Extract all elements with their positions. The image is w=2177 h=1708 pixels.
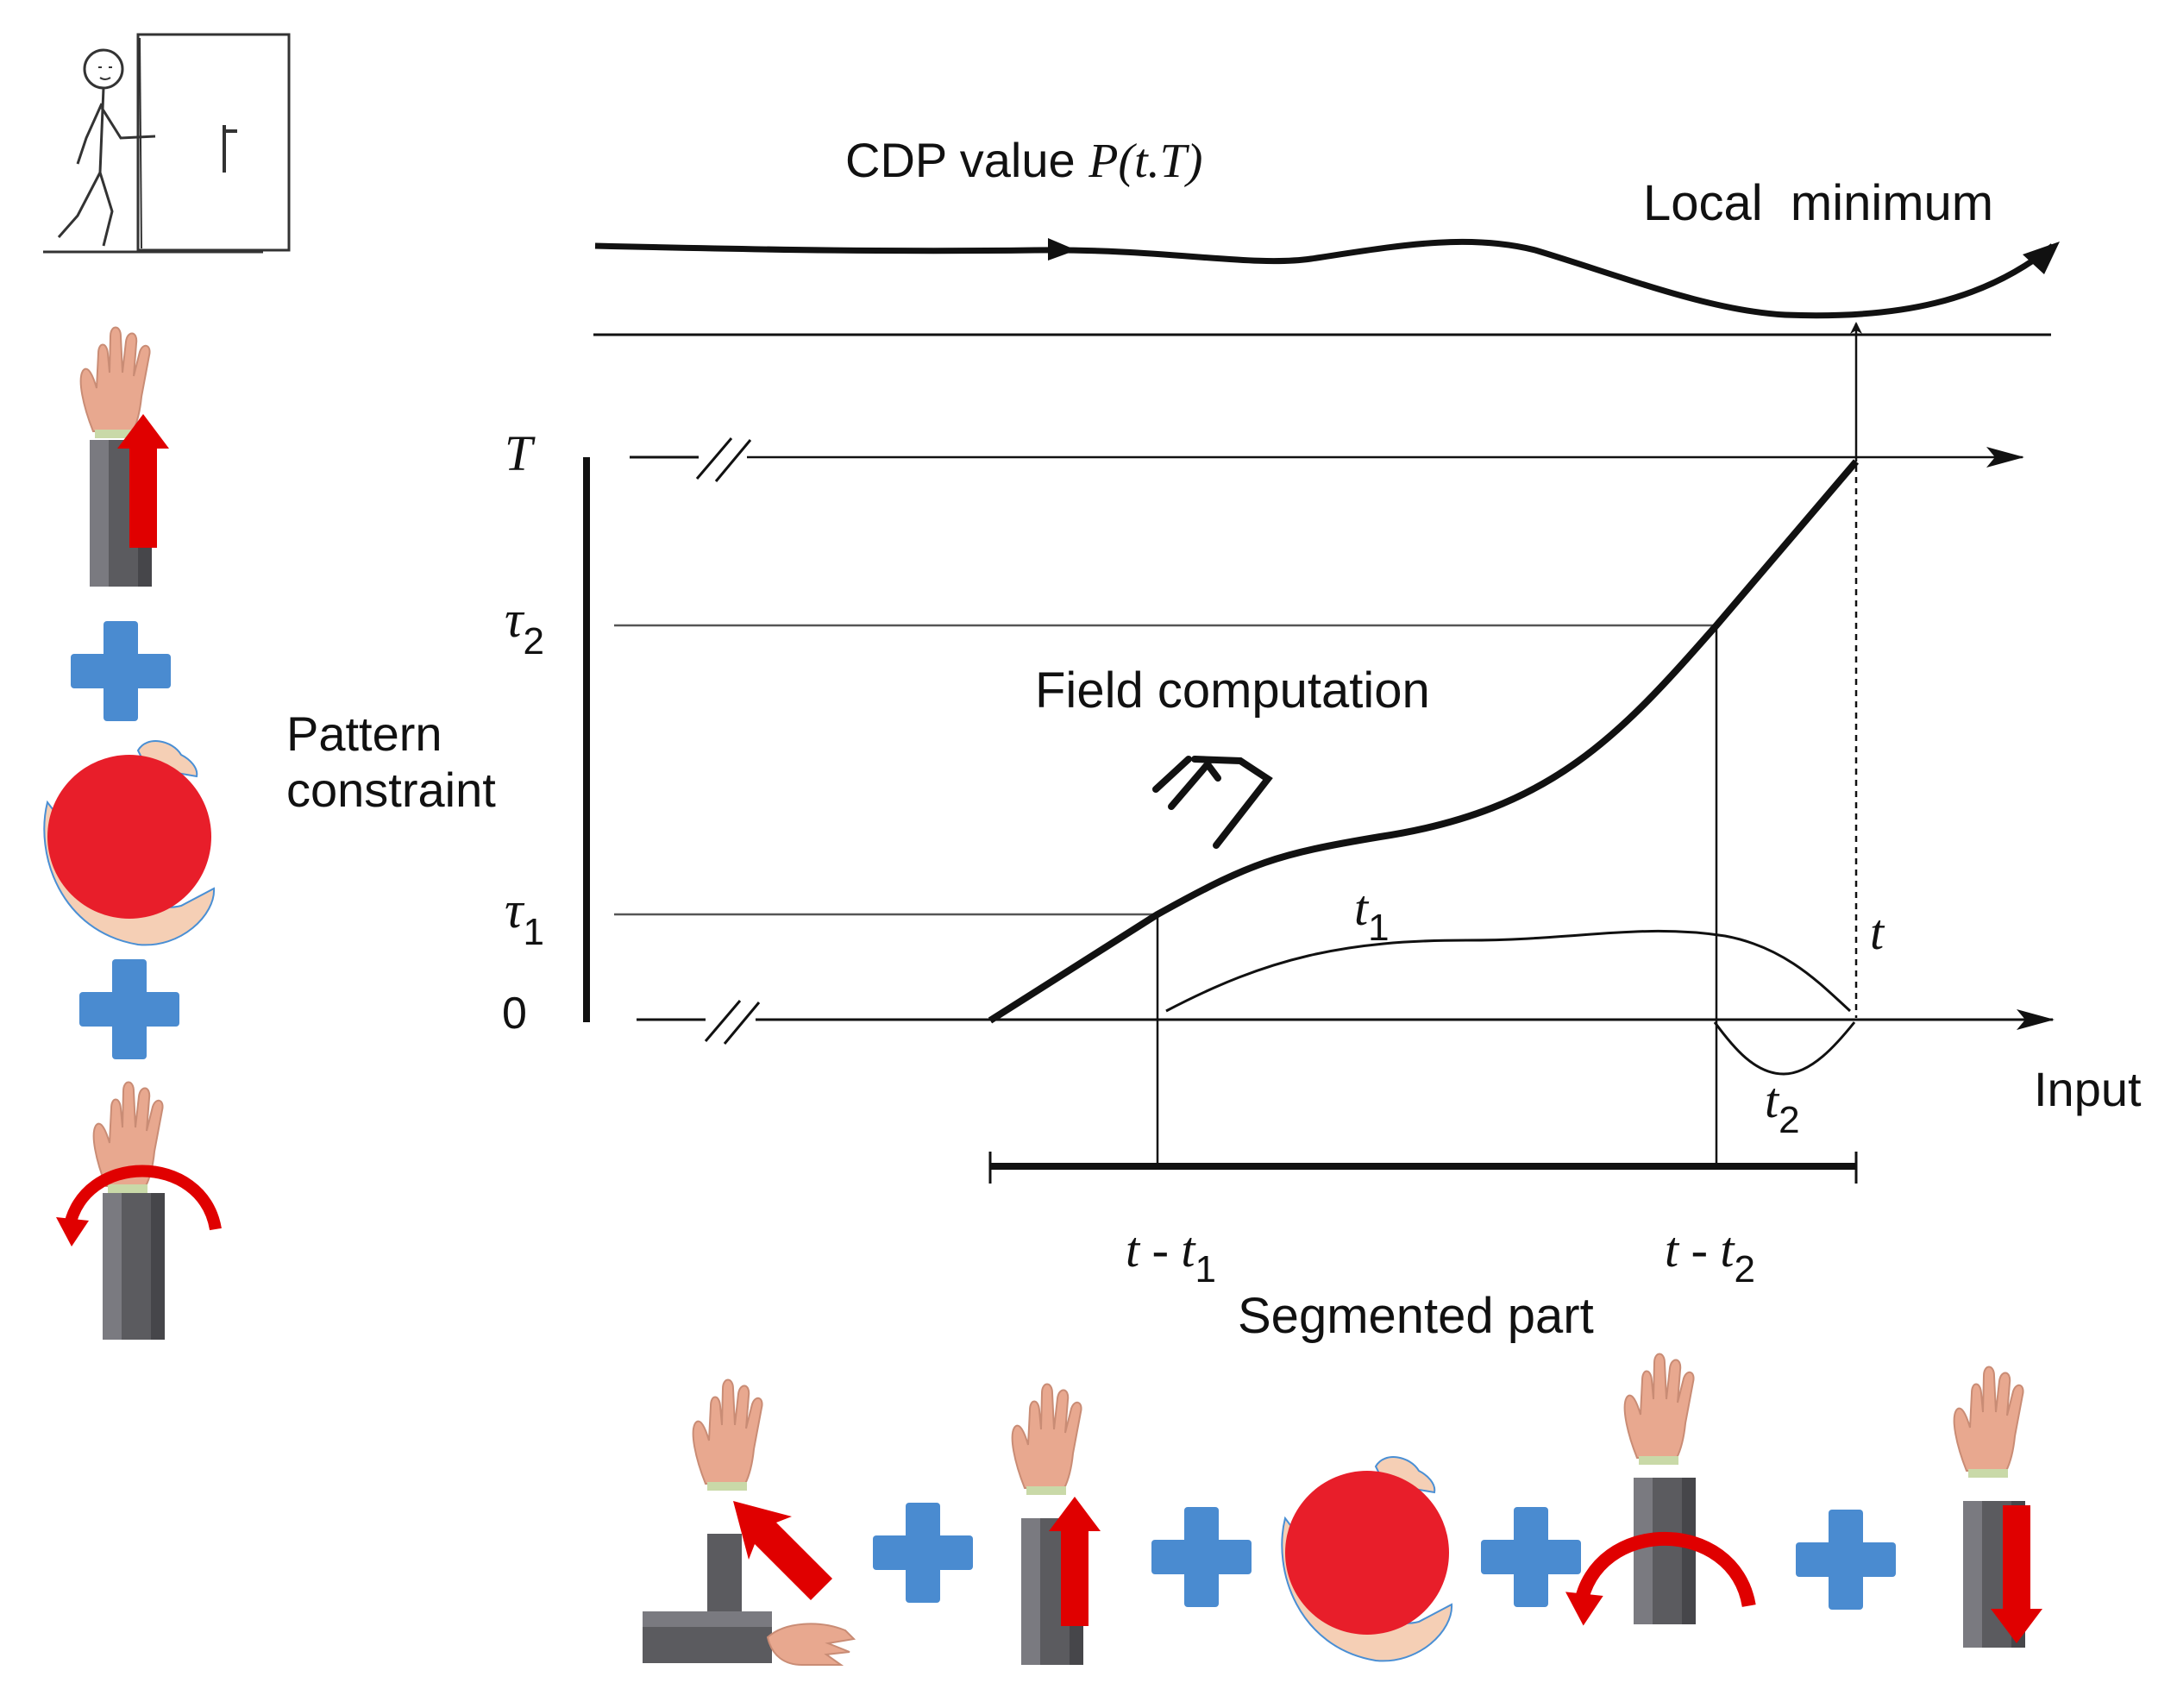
tick-label-tau2: τ2 [505,591,544,662]
t1-label: t1 [1354,880,1390,949]
tick-label-zero: 0 [502,989,527,1039]
t-minus-t2-label: t - t2 [1665,1221,1755,1290]
hand-rotate-icon [1565,1353,1749,1626]
hand-up-arrow-icon [79,326,169,587]
plus-icon [1796,1510,1896,1610]
cdp-curve-arrowhead [1048,238,1076,261]
t-minus-t1-label: t - t1 [1126,1221,1216,1290]
field-computation-arrow-icon [1152,756,1273,849]
tick-label-T: T [505,425,536,481]
hand-down-arrow-icon [1953,1366,2042,1648]
cdp-value-curve [594,238,2055,319]
hand-diagonal-arrow-icon [643,1378,856,1666]
plus-icon [71,621,171,721]
x-axis-label: Input [2034,1062,2142,1116]
y-axis-label-line1: Pattern [286,706,442,761]
hand-rotate-icon [56,1081,216,1340]
field-computation-label: Field computation [1035,662,1430,719]
local-minimum-label: Local minimum [1643,175,1993,231]
t-label: t [1870,904,1885,960]
stick-figure-opening-door-icon [43,33,291,254]
cdp-value-label: CDP value P(t.T) [845,133,1202,188]
y-axis-label-line2: constraint [286,763,496,817]
cdp-curve-end-arrowhead [2023,242,2060,274]
hand-holding-ball-icon [43,740,216,946]
T-line-break-mark [695,437,752,482]
plus-icon [79,959,179,1059]
t1-curve [1165,929,1852,1013]
t2-label: t2 [1765,1072,1800,1141]
segmented-part-caption: Segmented part [1238,1288,1594,1344]
plus-icon [1151,1507,1252,1607]
plus-icon [873,1503,973,1603]
t2-curve [1713,1021,1856,1076]
tick-label-tau1: τ1 [505,882,544,953]
hand-up-arrow-icon [1011,1383,1101,1665]
input-axis-break-mark [704,1000,761,1045]
hand-holding-ball-icon [1281,1456,1453,1662]
warping-path-curve [988,459,1860,1024]
